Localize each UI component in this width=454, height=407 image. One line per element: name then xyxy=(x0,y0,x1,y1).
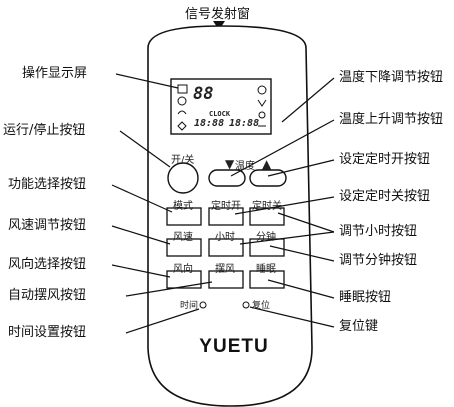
direction-button[interactable] xyxy=(166,270,202,289)
hour-key-caption: 小时 xyxy=(215,232,235,243)
leader-minute xyxy=(269,245,335,262)
brand-logo: YUETU xyxy=(199,336,269,357)
leader-reset xyxy=(249,306,335,328)
label-timer-off: 设定定时关按钮 xyxy=(339,189,431,204)
mode-button[interactable] xyxy=(166,207,202,226)
power-button[interactable] xyxy=(167,162,199,194)
leader-mode xyxy=(111,184,173,213)
reset-key-caption: 复位 xyxy=(252,301,271,311)
mode-key-caption: 模式 xyxy=(173,201,193,212)
hour-button[interactable] xyxy=(208,238,244,257)
lcd-arrow-icon xyxy=(257,99,267,107)
leader-time xyxy=(125,308,200,334)
signal-window-title: 信号发射窗 xyxy=(185,7,251,22)
left-leader-lines xyxy=(111,73,213,334)
right-leader-lines xyxy=(230,77,335,328)
lcd-sun-icon xyxy=(177,96,187,106)
fan-speed-button[interactable] xyxy=(166,238,202,257)
label-auto-swing: 自动摆风按钮 xyxy=(8,288,87,303)
temp-up-symbol: ▲ xyxy=(262,157,272,171)
label-sleep: 睡眠按钮 xyxy=(339,290,392,305)
label-minute: 调节分钟按钮 xyxy=(339,253,418,268)
lcd-swing-icon xyxy=(257,85,267,95)
lcd-mode-icon xyxy=(177,84,188,94)
leader-hour xyxy=(277,212,335,233)
lcd-left-time: 18:88 xyxy=(194,118,225,129)
lcd-fan-icon xyxy=(177,121,187,131)
lcd-clock-label: CLOCK xyxy=(209,110,231,118)
leader-hour-2 xyxy=(239,231,335,245)
leader-temp-up xyxy=(230,119,335,177)
time-hole-button[interactable] xyxy=(199,301,207,309)
power-key-caption: 开/关 xyxy=(171,155,195,166)
leader-timer-off xyxy=(234,196,335,215)
temp-down-symbol: ▼ xyxy=(225,157,235,171)
label-display: 操作显示屏 xyxy=(22,66,88,81)
label-reset: 复位键 xyxy=(339,319,379,334)
timer-off-key-caption: 定时关 xyxy=(252,201,282,212)
sleep-key-caption: 睡眠 xyxy=(256,264,276,275)
leader-fan xyxy=(111,225,171,245)
leader-sleep xyxy=(267,279,335,299)
leader-direction xyxy=(111,264,171,278)
lcd-right-time: 18:88 xyxy=(229,118,260,129)
label-time-set: 时间设置按钮 xyxy=(8,325,87,340)
label-mode-select: 功能选择按钮 xyxy=(8,177,87,192)
label-hour: 调节小时按钮 xyxy=(339,224,418,239)
leader-swing xyxy=(125,281,213,297)
fan-key-caption: 风速 xyxy=(173,232,193,243)
reset-hole-button[interactable] xyxy=(242,301,250,309)
label-run-stop: 运行/停止按钮 xyxy=(3,123,86,138)
label-timer-on: 设定定时开按钮 xyxy=(339,152,431,167)
label-temp-up: 温度上升调节按钮 xyxy=(339,112,444,127)
label-temp-down: 温度下降调节按钮 xyxy=(339,70,444,85)
label-fan-speed: 风速调节按钮 xyxy=(8,218,87,233)
time-key-caption: 时间 xyxy=(180,301,199,311)
timer-on-button[interactable] xyxy=(208,207,244,226)
leader-display xyxy=(115,73,179,89)
minute-button[interactable] xyxy=(249,238,285,257)
minute-key-caption: 分钟 xyxy=(256,232,276,243)
swing-key-caption: 摆风 xyxy=(215,264,235,275)
lcd-sleep-icon xyxy=(258,111,266,119)
direction-key-caption: 风向 xyxy=(173,264,193,275)
leader-temp-down xyxy=(281,77,335,123)
temp-down-button[interactable] xyxy=(208,169,246,187)
timer-on-key-caption: 定时开 xyxy=(211,201,241,212)
lcd-drop-icon xyxy=(177,110,187,115)
leader-timer-on xyxy=(267,159,335,177)
lcd-big-digits: 88 xyxy=(193,84,214,104)
sleep-button[interactable] xyxy=(249,270,285,289)
temp-key-caption: 温度 xyxy=(235,161,255,172)
leader-run-stop xyxy=(119,130,171,168)
swing-button[interactable] xyxy=(208,270,244,289)
lcd-screen xyxy=(170,78,272,135)
label-direction: 风向选择按钮 xyxy=(8,257,87,272)
lcd-icons xyxy=(177,84,267,131)
